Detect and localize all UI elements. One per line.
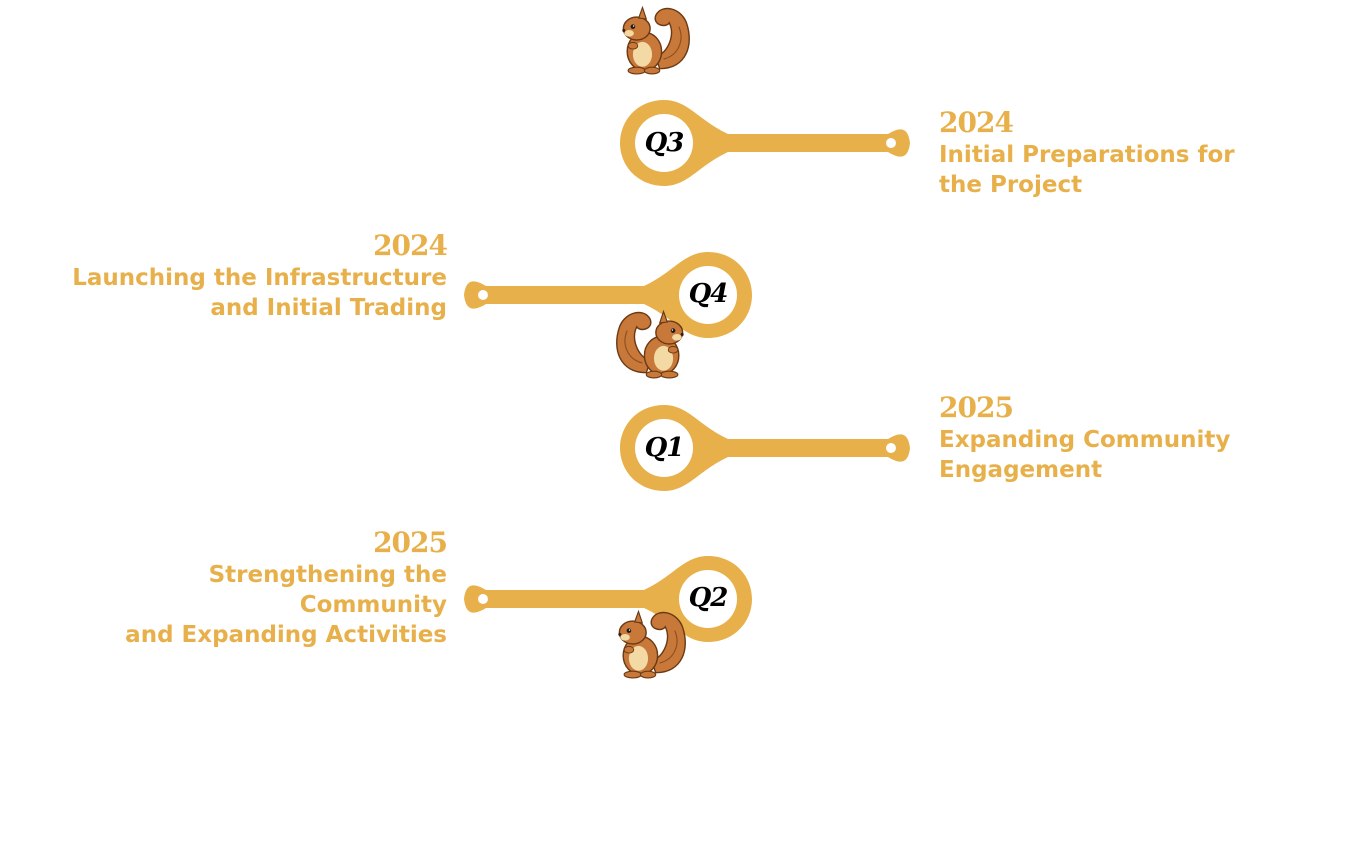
timeline-connector: [620, 100, 910, 186]
milestone-year: 2025: [939, 391, 1014, 424]
milestone-info: 2025 Strengthening the Community and Exp…: [67, 526, 448, 650]
milestone-title-line2: and Expanding Activities: [125, 622, 447, 648]
quarter-label: Q2: [688, 583, 729, 613]
milestone-info: 2024 Initial Preparations for the Projec…: [939, 106, 1319, 200]
milestone-title-line1: Expanding Community: [939, 427, 1231, 453]
milestone-title-line2: and Initial Trading: [210, 295, 447, 321]
squirrel-icon: [621, 6, 690, 75]
milestone-year: 2024: [939, 106, 1014, 139]
milestone-title-line2: Engagement: [939, 457, 1103, 483]
quarter-label: Q4: [688, 279, 729, 309]
timeline-connector: [620, 405, 910, 491]
milestone-info: 2025 Expanding Community Engagement: [939, 391, 1319, 485]
milestone-title-line1: Launching the Infrastructure: [72, 265, 447, 291]
milestone-info: 2024 Launching the Infrastructure and In…: [67, 229, 448, 323]
milestone-year: 2025: [373, 526, 448, 559]
milestone-title-line2: the Project: [939, 172, 1083, 198]
timeline-connector: [464, 252, 752, 338]
milestone-title-line1: Initial Preparations for: [939, 142, 1235, 168]
quarter-label: Q1: [644, 433, 685, 463]
milestone-title-line1: Strengthening the Community: [208, 562, 447, 618]
timeline-connector: [464, 556, 752, 642]
squirrel-icon: [617, 610, 686, 679]
quarter-label: Q3: [644, 128, 685, 158]
squirrel-icon: [616, 310, 685, 379]
milestone-year: 2024: [373, 229, 448, 262]
